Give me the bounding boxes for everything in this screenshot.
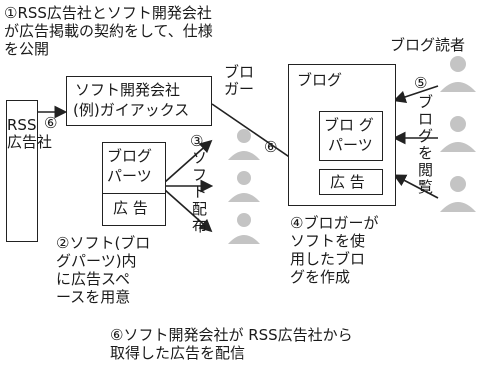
rss-company-label: RSS 広告社 bbox=[7, 116, 53, 151]
step4-text: ④ブロガーが ソフトを使 用したブロ グを作成 bbox=[290, 214, 379, 286]
blog-box-title: ブログ bbox=[297, 71, 343, 89]
software-company-box: ソフト開発会社 (例)ガイアックス bbox=[66, 76, 212, 126]
step3-number: ③ bbox=[190, 132, 204, 150]
step2-text: ②ソフト(ブロ グパーツ)内 に広告スペ ースを用意 bbox=[56, 234, 151, 306]
blogger-person-icons bbox=[228, 129, 260, 244]
reader-person-icons bbox=[440, 56, 476, 212]
software-company-name: ソフト開発会社 bbox=[75, 81, 181, 99]
blog-parts-box: ブログ パーツ 広 告 bbox=[102, 142, 166, 226]
arrow-reader-1 bbox=[392, 85, 439, 104]
blog-ad-inner-label: 広 告 bbox=[330, 173, 365, 191]
step5-text: ブ ロ グ を 閲 覧 bbox=[418, 93, 434, 196]
blog-parts-inner-line2: パーツ bbox=[328, 136, 373, 154]
blog-parts-line2: パーツ bbox=[107, 167, 152, 185]
step6-text: ⑥ソフト開発会社が RSS広告社から 取得した広告を配信 bbox=[110, 326, 353, 362]
person-icon bbox=[440, 56, 476, 92]
step5-number: ⑤ bbox=[414, 74, 428, 92]
person-icon bbox=[440, 176, 476, 212]
blog-parts-inner-box: ブロ グ パーツ bbox=[319, 111, 383, 161]
arrow-reader-3 bbox=[393, 174, 439, 199]
blog-ad-inner-box: 広 告 bbox=[319, 169, 383, 195]
person-icon bbox=[228, 129, 260, 160]
arrow-distribute-3 bbox=[164, 189, 213, 233]
step3-text: ソ フ ト 配 布 bbox=[192, 149, 208, 235]
step6-marker-mid: ⑥ bbox=[264, 138, 278, 156]
person-icon bbox=[228, 171, 260, 202]
blog-box: ブログ ブロ グ パーツ 広 告 bbox=[288, 64, 396, 206]
reader-label: ブログ読者 bbox=[390, 36, 466, 54]
step1-text: ①RSS広告社とソフト開発会社 が広告掲載の契約をして、仕様 を公開 bbox=[4, 4, 213, 58]
step6-marker-left: ⑥ bbox=[44, 114, 58, 132]
person-icon bbox=[228, 213, 260, 244]
person-icon bbox=[440, 116, 476, 152]
blog-parts-inner-line1: ブロ グ bbox=[324, 116, 374, 134]
arrow-distribute-1 bbox=[164, 139, 213, 183]
rss-company-box: RSS 広告社 bbox=[6, 100, 53, 242]
blog-parts-line1: ブログ bbox=[107, 147, 153, 165]
blog-parts-ad: 広 告 bbox=[113, 199, 148, 217]
software-company-example: (例)ガイアックス bbox=[73, 101, 190, 119]
blogger-label: ブロ ガー bbox=[224, 63, 255, 98]
